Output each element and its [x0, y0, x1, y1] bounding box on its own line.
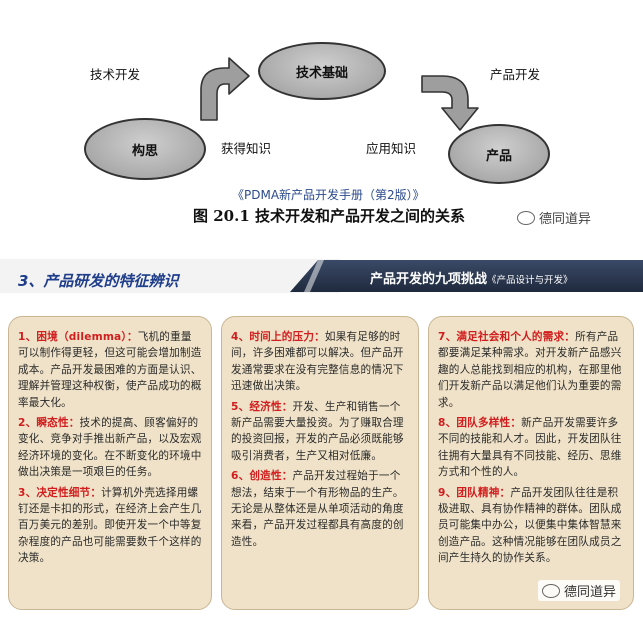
challenge-body: 飞机的重量可以制作得更轻，但这可能会增加制造成本。产品开发最困难的方面是认识、理… — [18, 331, 202, 409]
challenge-head: 2、瞬态性： — [18, 417, 80, 430]
challenge-item: 7、满足社会和个人的需求：所有产品都要满足某种需求。对开发新产品感兴趣的人总能找… — [438, 329, 624, 411]
challenge-head: 9、团队精神： — [438, 486, 511, 499]
challenge-head: 8、团队多样性： — [438, 417, 522, 430]
watermark-top-text: 德同道异 — [539, 212, 592, 227]
challenge-panel-2: 4、时间上的压力：如果有足够的时间，许多困难都可以解决。但产品开发通常要求在没有… — [221, 316, 419, 610]
challenge-item: 4、时间上的压力：如果有足够的时间，许多困难都可以解决。但产品开发通常要求在没有… — [231, 329, 409, 395]
section-banner — [0, 255, 643, 295]
challenge-body: 产品开发团队往往是积极进取、具有协作精神的群体。团队成员可能集中办公，以便集中集… — [438, 486, 622, 565]
node-product-label: 产品 — [485, 148, 512, 164]
challenge-head: 3、决定性细节： — [18, 486, 102, 499]
caption-source: 《PDMA新产品开发手册（第2版）》 — [232, 188, 425, 202]
challenge-body: 产品开发过程始于一个想法，结束于一个有形物品的生产。无论是从整体还是从单项活动的… — [231, 470, 404, 548]
node-idea: 构思 — [84, 118, 206, 180]
banner-subtitle: 《产品设计与开发》 — [487, 275, 573, 286]
challenge-body: 如果有足够的时间，许多困难都可以解决。但产品开发通常要求在没有完整信息的情况下迅… — [231, 331, 404, 393]
challenge-item: 1、困境（dilemma）：飞机的重量可以制作得更轻，但这可能会增加制造成本。产… — [18, 329, 202, 411]
caption-title: 图 20.1 技术开发和产品开发之间的关系 — [193, 207, 465, 225]
label-apply-knowledge: 应用知识 — [366, 141, 417, 156]
challenge-panel-1: 1、困境（dilemma）：飞机的重量可以制作得更轻，但这可能会增加制造成本。产… — [8, 316, 212, 610]
watermark-top: 德同道异 — [517, 208, 591, 227]
challenge-item: 6、创造性：产品开发过程始于一个想法，结束于一个有形物品的生产。无论是从整体还是… — [231, 468, 409, 550]
challenge-body: 开发、生产和销售一个新产品需要大量投资。为了赚取合理的投资回报，开发的产品必须既… — [231, 400, 404, 462]
arrow-down-right-icon — [421, 75, 479, 131]
challenge-body: 计算机外壳选择用螺钉还是卡扣的形式，在经济上会产生几百万美元的差别。即使开发一个… — [18, 486, 202, 565]
node-product: 产品 — [448, 124, 550, 184]
challenge-body: 技术的提高、顾客偏好的变化、竞争对手推出新产品，以及宏观经济环境的变化。在不断变… — [18, 417, 202, 479]
watermark-bottom: 德同道异 — [538, 580, 621, 601]
challenge-head: 6、创造性： — [231, 470, 293, 483]
challenge-item: 5、经济性：开发、生产和销售一个新产品需要大量投资。为了赚取合理的投资回报，开发… — [231, 399, 409, 465]
challenge-item: 8、团队多样性：新产品开发需要许多不同的技能和人才。因此，开发团队往往拥有大量具… — [438, 415, 624, 481]
challenge-body: 所有产品都要满足某种需求。对开发新产品感兴趣的人总能找到相应的机构，在那里他们开… — [438, 331, 622, 409]
challenge-item: 3、决定性细节：计算机外壳选择用螺钉还是卡扣的形式，在经济上会产生几百万美元的差… — [18, 485, 202, 567]
banner-title: 产品开发的九项挑战《产品设计与开发》 — [370, 268, 573, 287]
section-title: 3、产品研发的特征辨识 — [18, 272, 179, 290]
chat-bubble-icon — [517, 210, 535, 225]
node-tech-base: 技术基础 — [258, 42, 386, 100]
challenge-item: 2、瞬态性：技术的提高、顾客偏好的变化、竞争对手推出新产品，以及宏观经济环境的变… — [18, 415, 202, 481]
node-tech-base-label: 技术基础 — [295, 65, 348, 81]
arrow-up-right-icon — [200, 57, 250, 121]
tech-product-diagram: 构思 技术基础 产品 技术开发 产品开发 获得知识 应用知识 《PDMA新产品开… — [0, 0, 643, 245]
challenge-head: 5、经济性： — [231, 400, 293, 413]
challenge-item: 9、团队精神：产品开发团队往往是积极进取、具有协作精神的群体。团队成员可能集中办… — [438, 485, 624, 567]
label-tech-dev: 技术开发 — [90, 67, 141, 82]
challenge-body: 新产品开发需要许多不同的技能和人才。因此，开发团队往往拥有大量具有不同技能、经历… — [438, 417, 622, 479]
banner-dark-ribbon — [290, 260, 643, 292]
chat-bubble-icon — [542, 583, 560, 598]
challenge-panel-3: 7、满足社会和个人的需求：所有产品都要满足某种需求。对开发新产品感兴趣的人总能找… — [428, 316, 634, 610]
label-gain-knowledge: 获得知识 — [221, 141, 272, 156]
label-product-dev: 产品开发 — [490, 67, 541, 82]
node-idea-label: 构思 — [131, 143, 158, 159]
banner-left-band — [0, 259, 340, 293]
watermark-bottom-text: 德同道异 — [564, 585, 617, 600]
banner-title-text: 产品开发的九项挑战 — [370, 272, 488, 287]
challenge-head: 4、时间上的压力： — [231, 331, 325, 343]
challenge-head: 7、满足社会和个人的需求： — [438, 331, 576, 343]
challenge-head: 1、困境（dilemma）： — [18, 331, 138, 343]
